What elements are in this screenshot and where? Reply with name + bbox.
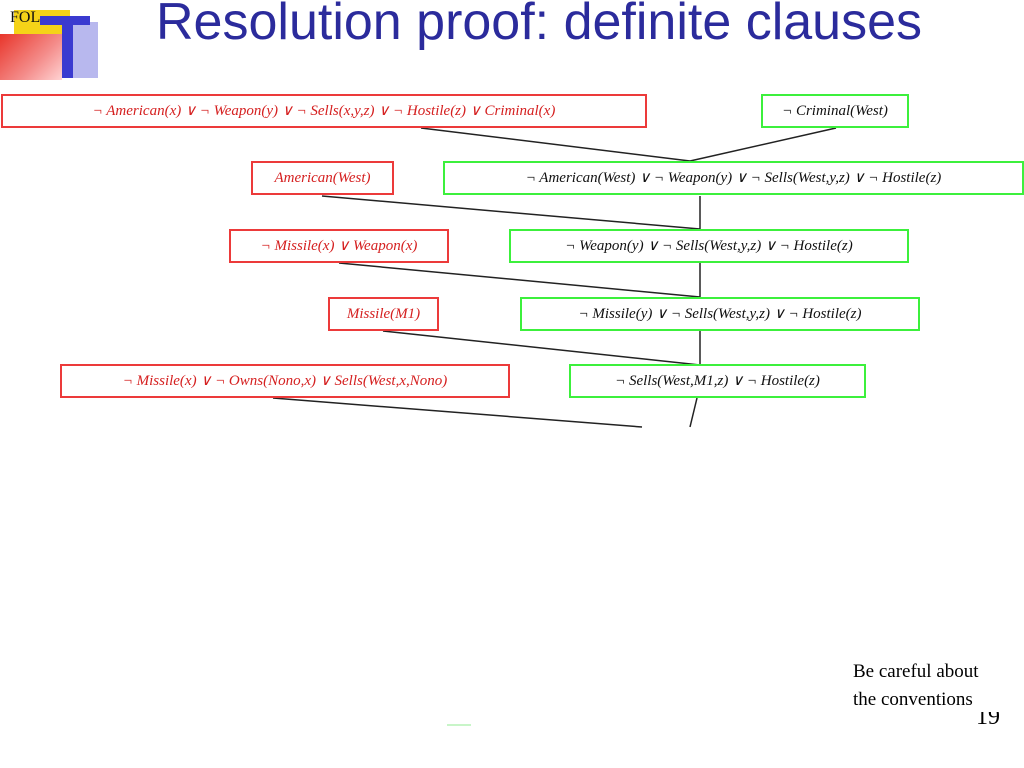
kb-clause-sells: ¬ Missile(x) ∨ ¬ Owns(Nono,x) ∨ Sells(We… xyxy=(60,364,510,398)
resolvent-clause-4: ¬ Sells(West,M1,z) ∨ ¬ Hostile(z) xyxy=(569,364,866,398)
green-mark xyxy=(447,724,471,726)
fol-logo: FOL xyxy=(0,0,100,82)
edge-goal-to-res1 xyxy=(689,127,837,162)
logo-shadow xyxy=(72,22,98,78)
edge-american-to-res2 xyxy=(321,195,701,230)
slide-title: Resolution proof: definite clauses xyxy=(156,0,923,51)
kb-clause-missile-m1: Missile(M1) xyxy=(328,297,439,331)
resolvent-clause-1: ¬ American(West) ∨ ¬ Weapon(y) ∨ ¬ Sells… xyxy=(443,161,1024,195)
page-number-text: 19 xyxy=(976,712,1000,730)
kb-clause-criminal-rule: ¬ American(x) ∨ ¬ Weapon(y) ∨ ¬ Sells(x,… xyxy=(1,94,647,128)
edge-missilem1-to-res4 xyxy=(382,330,701,366)
resolvent-clause-3: ¬ Missile(y) ∨ ¬ Sells(West,y,z) ∨ ¬ Hos… xyxy=(520,297,920,331)
kb-clause-american: American(West) xyxy=(251,161,394,195)
edge-rule-to-res1 xyxy=(420,127,691,162)
goal-clause-not-criminal: ¬ Criminal(West) xyxy=(761,94,909,128)
page-number: 19 xyxy=(976,712,1016,738)
edge-sells-down xyxy=(272,397,643,428)
edge-res4-down xyxy=(689,397,698,428)
slide-note: Be careful about the conventions xyxy=(853,661,979,710)
edge-missileweapon-to-res3 xyxy=(338,262,701,298)
logo-text: FOL xyxy=(10,9,41,26)
kb-clause-missile-weapon: ¬ Missile(x) ∨ Weapon(x) xyxy=(229,229,449,263)
resolvent-clause-2: ¬ Weapon(y) ∨ ¬ Sells(West,y,z) ∨ ¬ Host… xyxy=(509,229,909,263)
logo-red-square xyxy=(0,34,62,80)
logo-bar-vertical xyxy=(62,16,73,78)
